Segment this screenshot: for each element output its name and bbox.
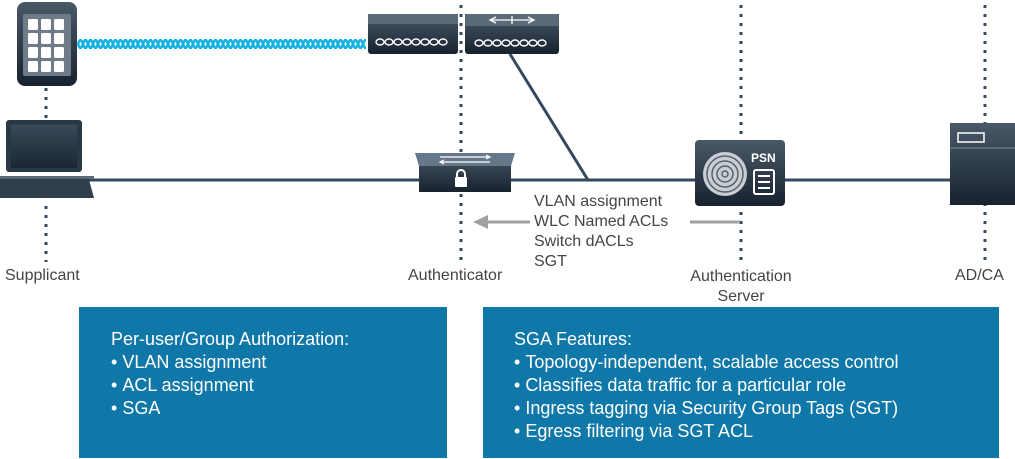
right-box-item: Topology-independent, scalable access co… [514, 351, 999, 374]
callout-arrow [473, 215, 740, 229]
right-box-item: Classifies data traffic for a particular… [514, 374, 999, 397]
ad-ca-label: AD/CA [955, 267, 1004, 284]
left-box-item: ACL assignment [111, 374, 447, 397]
left-box-title: Per-user/Group Authorization: [111, 329, 350, 349]
callout-item: VLAN assignment [534, 193, 663, 210]
tablet-key [54, 47, 64, 58]
sga-features-box: SGA Features: Topology-independent, scal… [483, 307, 999, 458]
tablet-key [28, 33, 38, 44]
left-box-item: SGA [111, 397, 447, 420]
tablet-icon [17, 2, 77, 86]
right-box-item: Egress filtering via SGT ACL [514, 420, 999, 443]
tablet-key [41, 19, 51, 30]
authentication-server-label-line2: Server [717, 288, 765, 305]
document-icon [753, 169, 775, 195]
callout-item: SGT [534, 253, 567, 270]
authenticator-label: Authenticator [408, 267, 503, 284]
authentication-server-label-line1: Authentication [690, 268, 792, 285]
tablet-key [28, 19, 38, 30]
right-box-item: Ingress tagging via Security Group Tags … [514, 397, 999, 420]
tablet-key [28, 47, 38, 58]
right-box-title: SGA Features: [514, 329, 633, 349]
tablet-key [41, 47, 51, 58]
per-user-authorization-box: Per-user/Group Authorization: VLAN assig… [79, 307, 447, 458]
ap-uplink-line [508, 53, 590, 181]
tablet-key [54, 19, 64, 30]
authorization-callout: VLAN assignment WLC Named ACLs Switch dA… [534, 192, 668, 272]
access-point-icon [465, 14, 559, 54]
psn-badge-label: PSN [751, 151, 776, 165]
wlc-icon [368, 14, 458, 54]
switch-lock-icon [415, 153, 515, 192]
tablet-key [28, 61, 38, 72]
wireless-link [76, 38, 367, 50]
callout-item: WLC Named ACLs [534, 213, 669, 230]
wireless-wave [76, 38, 367, 50]
tablet-key [54, 61, 64, 72]
supplicant-label: Supplicant [5, 267, 80, 284]
lock-icon [455, 169, 467, 187]
ad-ca-server-icon [950, 123, 1015, 205]
tablet-key [41, 61, 51, 72]
left-box-item: VLAN assignment [111, 351, 447, 374]
tablet-key [41, 33, 51, 44]
laptop-icon [0, 120, 94, 198]
psn-server-icon: PSN [695, 140, 785, 206]
tablet-key [54, 33, 64, 44]
authentication-server-label: Authentication Server [676, 267, 806, 307]
callout-item: Switch dACLs [534, 233, 634, 250]
